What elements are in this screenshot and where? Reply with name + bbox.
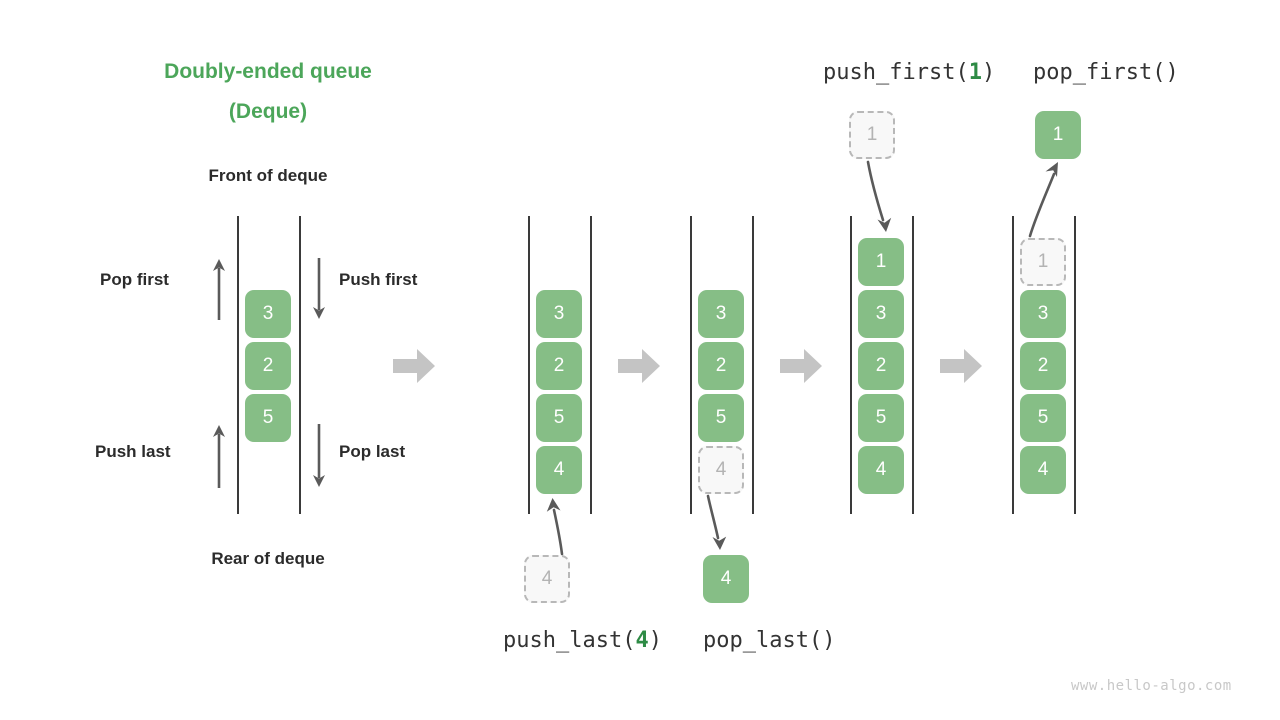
rail-left (850, 216, 852, 514)
deque-cell: 2 (245, 342, 291, 390)
panel-after-push-last: 3 2 5 4 (528, 216, 592, 514)
pop-last-motion-arrow-icon (706, 494, 727, 550)
op-label-push-first: push_first(1) (823, 60, 995, 85)
push-first-label: Push first (339, 270, 418, 289)
front-of-deque-label: Front of deque (208, 166, 328, 185)
rail-right (1074, 216, 1076, 514)
panel-after-pop-last-cells: 3 2 5 4 (698, 290, 744, 494)
pop-last-arrow-icon (313, 424, 325, 487)
push-last-motion-arrow-icon (546, 498, 564, 556)
deque-cell: 2 (858, 342, 904, 390)
deque-cell: 5 (858, 394, 904, 442)
deque-cell: 3 (1020, 290, 1066, 338)
rail-right (752, 216, 754, 514)
rail-left (1012, 216, 1014, 514)
op-name: push_first (823, 60, 956, 85)
op-label-pop-last: pop_last() (703, 628, 835, 653)
panel-initial: 3 2 5 (237, 216, 301, 514)
deque-cell: 5 (245, 394, 291, 442)
deque-cell: 3 (698, 290, 744, 338)
op-paren-open: ( (622, 628, 636, 653)
transition-arrow-icon (780, 349, 822, 383)
op-paren-open: ( (1152, 60, 1166, 85)
incoming-element-ghost: 4 (524, 555, 570, 603)
op-arg: 4 (635, 628, 649, 653)
panel-initial-cells: 3 2 5 (245, 290, 291, 442)
deque-cell: 2 (1020, 342, 1066, 390)
op-label-push-last: push_last(4) (503, 628, 662, 653)
pop-first-label: Pop first (100, 270, 169, 289)
incoming-element-ghost: 1 (849, 111, 895, 159)
deque-cell: 2 (698, 342, 744, 390)
op-label-pop-first: pop_first() (1033, 60, 1179, 85)
push-first-motion-arrow-icon (866, 160, 892, 232)
rail-left (237, 216, 239, 514)
pop-last-label: Pop last (339, 442, 406, 461)
rail-right (590, 216, 592, 514)
rear-of-deque-label: Rear of deque (211, 549, 325, 568)
deque-cell: 5 (536, 394, 582, 442)
deque-cell: 5 (698, 394, 744, 442)
deque-cell-new: 4 (536, 446, 582, 494)
op-paren-close: ) (981, 60, 996, 85)
rail-right (912, 216, 914, 514)
push-last-label: Push last (95, 442, 171, 461)
outgoing-element: 4 (703, 555, 749, 603)
panel-after-pop-first-cells: 1 3 2 5 4 (1020, 238, 1066, 494)
push-first-arrow-icon (313, 258, 325, 319)
op-name: pop_last (703, 628, 809, 653)
op-name: push_last (503, 628, 623, 653)
deque-cell: 4 (1020, 446, 1066, 494)
deque-cell-new: 1 (858, 238, 904, 286)
op-paren-open: ( (808, 628, 823, 653)
push-last-arrow-icon (213, 425, 225, 488)
op-paren-close: ) (822, 628, 836, 653)
outgoing-element: 1 (1035, 111, 1081, 159)
panel-after-pop-first: 1 3 2 5 4 (1012, 216, 1076, 514)
op-paren-open: ( (955, 60, 969, 85)
op-paren-close: ) (1165, 60, 1179, 85)
deque-cell: 2 (536, 342, 582, 390)
rail-left (690, 216, 692, 514)
deque-cell: 4 (858, 446, 904, 494)
op-paren-close: ) (648, 628, 662, 653)
deque-cell: 3 (245, 290, 291, 338)
transition-arrow-icon (393, 349, 435, 383)
op-name: pop_first (1033, 60, 1153, 85)
deque-cell: 3 (858, 290, 904, 338)
panel-after-pop-last: 3 2 5 4 (690, 216, 754, 514)
panel-after-push-first-cells: 1 3 2 5 4 (858, 238, 904, 494)
diagram-title-line1: Doubly-ended queue (164, 60, 372, 83)
deque-cell-removed: 1 (1020, 238, 1066, 286)
deque-cell-removed: 4 (698, 446, 744, 494)
deque-cell: 3 (536, 290, 582, 338)
panel-after-push-first: 1 3 2 5 4 (850, 216, 914, 514)
op-arg: 1 (968, 60, 982, 85)
pop-first-arrow-icon (213, 259, 225, 320)
panel-after-push-last-cells: 3 2 5 4 (536, 290, 582, 494)
rail-left (528, 216, 530, 514)
deque-cell: 5 (1020, 394, 1066, 442)
transition-arrow-icon (618, 349, 660, 383)
transition-arrow-icon (940, 349, 982, 383)
rail-right (299, 216, 301, 514)
diagram-title-line2: (Deque) (228, 100, 308, 123)
pop-first-motion-arrow-icon (1028, 162, 1058, 238)
watermark: www.hello-algo.com (1071, 678, 1232, 694)
